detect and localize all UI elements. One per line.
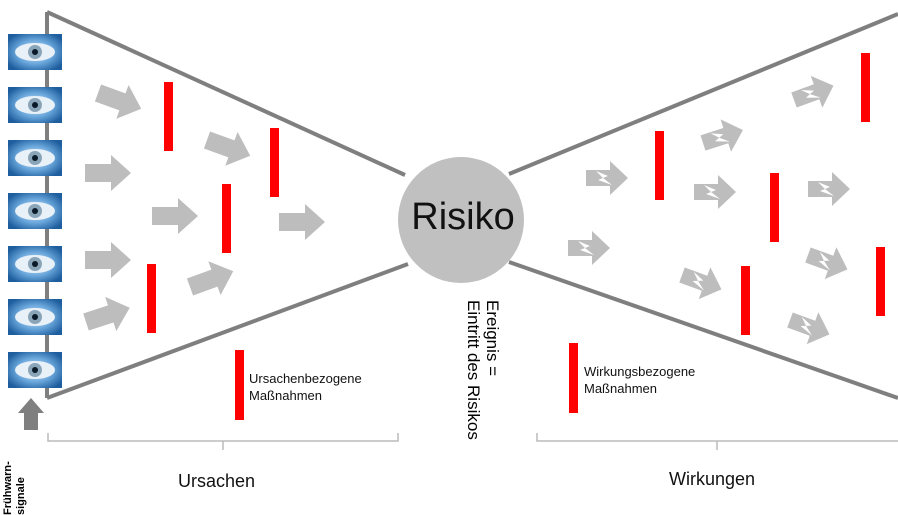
causes-section-label: Ursachen bbox=[178, 471, 256, 491]
effect-arrow bbox=[787, 312, 830, 345]
lightning-icon bbox=[818, 251, 831, 271]
risk-label: Risiko bbox=[411, 196, 515, 238]
effects-section-label: Wirkungen bbox=[669, 469, 756, 489]
eye-icon bbox=[8, 34, 62, 70]
effect-measure-bar bbox=[741, 266, 750, 335]
eye-icon bbox=[8, 87, 62, 123]
effect-arrow bbox=[679, 267, 722, 300]
lightning-icon bbox=[704, 185, 720, 199]
lightning-icon bbox=[800, 316, 813, 336]
effect-measures-legend: Wirkungsbezogene Maßnahmen bbox=[584, 363, 695, 397]
effect-arrow bbox=[805, 247, 848, 280]
effect-measures-legend-line2: Maßnahmen bbox=[584, 381, 657, 396]
cause-measure-bar bbox=[147, 264, 156, 333]
effect-measure-bar bbox=[861, 53, 870, 122]
early-warning-up-arrow-icon bbox=[18, 398, 44, 430]
cause-measure-bar bbox=[222, 184, 231, 253]
effect-brace bbox=[536, 433, 898, 450]
cause-arrow bbox=[279, 204, 325, 240]
event-label-line2: Eintritt des Risikos bbox=[464, 300, 483, 440]
eye-icon bbox=[8, 299, 62, 335]
early-warning-line1: Frühwarn- bbox=[2, 461, 14, 515]
effect-arrow bbox=[586, 161, 628, 195]
cause-brace bbox=[47, 433, 399, 450]
eye-icon bbox=[8, 246, 62, 282]
eye-icons bbox=[8, 34, 62, 388]
lightning-icon bbox=[692, 271, 705, 291]
effect-measure-bar bbox=[876, 247, 885, 316]
cause-arrow bbox=[85, 155, 131, 191]
cause-measures-legend-line2: Maßnahmen bbox=[249, 388, 322, 403]
eye-icon bbox=[8, 140, 62, 176]
eye-icon bbox=[8, 352, 62, 388]
section-braces bbox=[47, 433, 898, 450]
effect-arrow bbox=[808, 172, 850, 206]
legend-measure-bar-right bbox=[569, 343, 578, 413]
cause-arrow bbox=[85, 242, 131, 278]
lightning-icon bbox=[801, 90, 821, 98]
lightning-icon bbox=[710, 133, 730, 142]
cause-measures-legend-line1: Ursachenbezogene bbox=[249, 371, 362, 386]
cause-measure-bar bbox=[270, 128, 279, 197]
measure-bars bbox=[147, 53, 885, 420]
cause-arrow bbox=[94, 84, 142, 119]
effect-arrow bbox=[791, 75, 834, 108]
cause-measure-bar bbox=[164, 82, 173, 151]
effect-measure-bar bbox=[655, 131, 664, 200]
lightning-icon bbox=[596, 171, 612, 185]
eye-icon bbox=[8, 193, 62, 229]
cause-arrow bbox=[83, 296, 130, 332]
early-warning-label: Frühwarn- signale bbox=[2, 430, 42, 515]
early-warning-line2: signale bbox=[15, 477, 27, 515]
effect-measures-legend-line1: Wirkungsbezogene bbox=[584, 364, 696, 379]
lightning-icon bbox=[818, 182, 834, 196]
event-label-line1: Ereignis = bbox=[483, 300, 502, 377]
effect-arrows bbox=[568, 75, 850, 345]
cause-arrow bbox=[152, 198, 198, 234]
lightning-icon bbox=[578, 241, 594, 255]
risk-circle bbox=[398, 157, 524, 283]
effect-measure-bar bbox=[770, 173, 779, 242]
cause-arrow bbox=[203, 131, 251, 166]
legend-measure-bar-left bbox=[235, 350, 244, 420]
cause-measures-legend: Ursachenbezogene Maßnahmen bbox=[249, 370, 362, 404]
effect-arrow bbox=[568, 231, 610, 265]
effect-arrow bbox=[694, 175, 736, 209]
cause-arrows bbox=[83, 84, 325, 332]
event-label: Ereignis = Eintritt des Risikos bbox=[462, 300, 502, 480]
cause-arrow bbox=[186, 261, 234, 296]
effect-arrow bbox=[700, 119, 743, 152]
